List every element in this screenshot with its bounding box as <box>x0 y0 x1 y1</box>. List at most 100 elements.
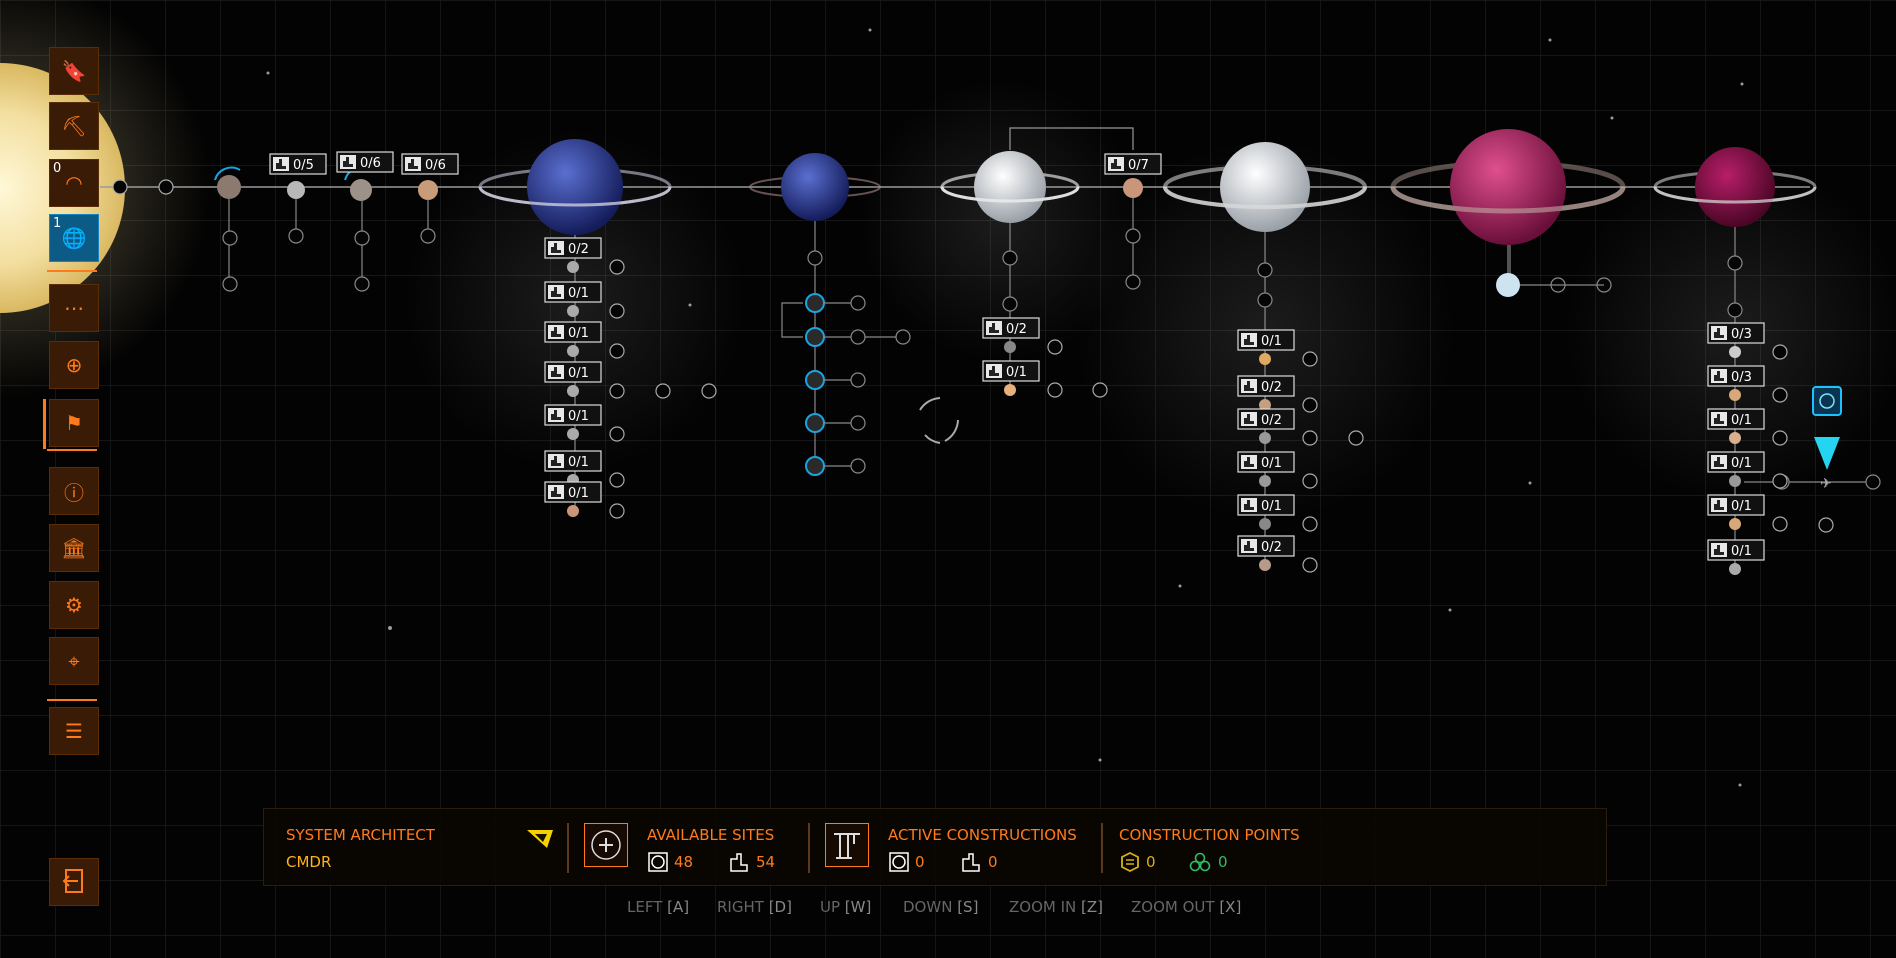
add-node-button[interactable] <box>1302 397 1318 413</box>
site-slot-tag[interactable]: 0/2 <box>982 317 1040 339</box>
site-slot-tag[interactable]: 0/1 <box>1707 494 1765 516</box>
moon-icon[interactable] <box>1729 518 1741 530</box>
moon-icon[interactable] <box>1259 559 1271 571</box>
sidebar-button-globe[interactable]: 🌐1 <box>49 214 99 262</box>
sidebar-button-construction[interactable]: ⛏ <box>49 102 99 150</box>
sidebar-button-orbital[interactable]: ◠0 <box>49 159 99 207</box>
site-slot-count: 0/1 <box>1261 456 1282 471</box>
site-slot-tag[interactable]: 0/7 <box>1104 153 1162 175</box>
site-slot-tag[interactable]: 0/1 <box>1707 539 1765 561</box>
exit-button[interactable] <box>49 858 99 906</box>
moon-icon[interactable] <box>1729 389 1741 401</box>
moon-icon[interactable] <box>1259 432 1271 444</box>
site-slot-tag[interactable]: 0/5 <box>269 153 327 175</box>
site-slot-tag[interactable]: 0/1 <box>544 321 602 343</box>
site-slot-tag[interactable]: 0/1 <box>544 450 602 472</box>
add-node-button[interactable] <box>701 383 717 399</box>
sidebar-button-list[interactable]: ☰ <box>49 707 99 755</box>
site-slot-tag[interactable]: 0/1 <box>1237 494 1295 516</box>
moon-icon[interactable] <box>567 345 579 357</box>
site-slot-tag[interactable]: 0/1 <box>1237 451 1295 473</box>
site-slot-tag[interactable]: 0/1 <box>1237 329 1295 351</box>
add-node-button[interactable] <box>609 472 625 488</box>
add-node-button[interactable] <box>1772 473 1788 489</box>
add-node-button[interactable] <box>1772 430 1788 446</box>
construction-button[interactable] <box>825 823 869 867</box>
add-node-button[interactable] <box>1302 351 1318 367</box>
site-slot-tag[interactable]: 0/1 <box>1707 451 1765 473</box>
site-slot-tag[interactable]: 0/2 <box>1237 375 1295 397</box>
site-slot-tag[interactable]: 0/2 <box>544 237 602 259</box>
moon-icon[interactable] <box>1259 353 1271 365</box>
site-slot-tag[interactable]: 0/6 <box>401 153 459 175</box>
moon-icon[interactable] <box>1729 563 1741 575</box>
moon-icon[interactable] <box>1259 399 1271 411</box>
commander-name: CMDR <box>286 853 332 871</box>
moon-icon[interactable] <box>567 505 579 517</box>
add-node-button[interactable] <box>1772 344 1788 360</box>
add-node-button[interactable] <box>1818 517 1834 533</box>
surface-site-icon <box>551 367 561 377</box>
add-node-button[interactable] <box>1302 516 1318 532</box>
sidebar-button-location-pin[interactable]: ⌖ <box>49 637 99 685</box>
add-node-button[interactable] <box>609 259 625 275</box>
moon-icon[interactable] <box>567 261 579 273</box>
sidebar-button-bank[interactable]: 🏛 <box>49 524 99 572</box>
site-slot-tag[interactable]: 0/1 <box>544 404 602 426</box>
add-node-button[interactable] <box>1772 516 1788 532</box>
sidebar-button-galaxy[interactable]: ⊕ <box>49 341 99 389</box>
moon-icon[interactable] <box>1004 384 1016 396</box>
sidebar-button-gear[interactable]: ⚙ <box>49 581 99 629</box>
add-node-button[interactable] <box>1047 382 1063 398</box>
key-hint-label: LEFT <box>627 898 663 916</box>
sidebar-button-info[interactable]: ⓘ <box>49 467 99 515</box>
site-slot-tag[interactable]: 0/1 <box>544 481 602 503</box>
surface-site-icon <box>551 410 561 420</box>
moon-icon[interactable] <box>1729 475 1741 487</box>
key-hint-label: DOWN <box>903 898 953 916</box>
add-node-button[interactable] <box>609 343 625 359</box>
site-slot-tag[interactable]: 0/3 <box>1707 365 1765 387</box>
gear-icon: ⚙ <box>65 593 83 617</box>
site-slot-tag[interactable]: 0/1 <box>544 281 602 303</box>
add-node-button[interactable] <box>1772 387 1788 403</box>
moon-icon[interactable] <box>1729 346 1741 358</box>
site-slot-tag[interactable]: 0/2 <box>1237 408 1295 430</box>
site-slot-tag[interactable]: 0/6 <box>336 151 394 173</box>
moon-icon[interactable] <box>1259 475 1271 487</box>
add-node-button[interactable] <box>1348 430 1364 446</box>
add-node-button[interactable] <box>1302 557 1318 573</box>
surface-site-icon <box>989 366 999 376</box>
add-node-button[interactable] <box>1092 382 1108 398</box>
add-node-button[interactable] <box>1302 473 1318 489</box>
planet-plum <box>1653 147 1817 227</box>
moon-icon[interactable] <box>567 305 579 317</box>
surface-site-icon <box>1244 457 1254 467</box>
add-node-button[interactable] <box>609 503 625 519</box>
site-slot-tag[interactable]: 0/1 <box>1707 408 1765 430</box>
site-slot-tag[interactable]: 0/1 <box>982 360 1040 382</box>
site-slot-tag[interactable]: 0/3 <box>1707 322 1765 344</box>
moon-icon[interactable] <box>1729 432 1741 444</box>
add-node-button[interactable] <box>609 426 625 442</box>
site-slot-tag[interactable]: 0/2 <box>1237 535 1295 557</box>
sidebar-button-colony-flag[interactable]: ⚑ <box>49 399 99 447</box>
add-node-button[interactable] <box>1302 430 1318 446</box>
add-node-button[interactable] <box>609 303 625 319</box>
tier2-points-icon <box>1189 852 1211 872</box>
surface-site-icon <box>1714 328 1724 338</box>
sidebar-button-bookmark[interactable]: 🔖 <box>49 47 99 95</box>
panel-title: SYSTEM ARCHITECT <box>286 826 435 844</box>
moon-icon[interactable] <box>567 428 579 440</box>
add-node-button[interactable] <box>1047 339 1063 355</box>
moon-icon[interactable] <box>567 385 579 397</box>
flag-icon[interactable] <box>525 826 555 850</box>
add-node-button[interactable] <box>609 383 625 399</box>
moon-icon[interactable] <box>1259 518 1271 530</box>
site-slot-tag[interactable]: 0/1 <box>544 361 602 383</box>
sidebar-button-route[interactable]: ⋯ <box>49 284 99 332</box>
moon-icon[interactable] <box>1004 341 1016 353</box>
add-site-button[interactable] <box>584 823 628 867</box>
add-node-button[interactable] <box>655 383 671 399</box>
